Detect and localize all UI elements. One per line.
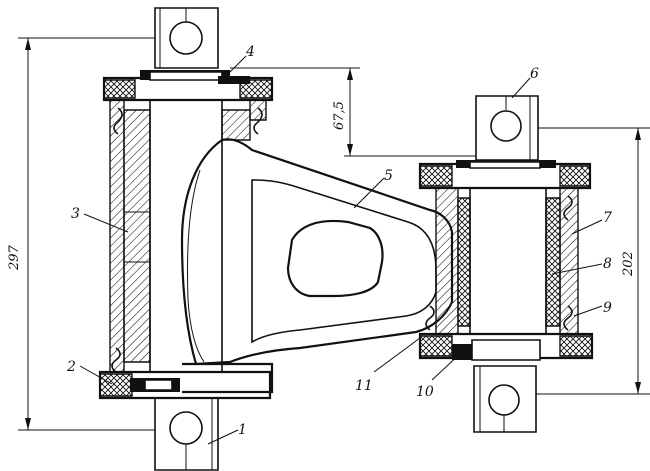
dimension-297: 297 [7,37,155,431]
right-bushing-right [545,197,561,327]
right-top-clip [563,195,573,221]
dimension-67-5: 67,5 [230,67,476,157]
callouts: 1 2 3 4 5 6 7 8 9 10 11 [66,44,612,445]
dimension-297-label: 297 [7,244,22,271]
right-bottom-clip [563,305,573,331]
left-bottom-link [154,397,219,471]
callout-11: 11 [355,378,373,394]
right-housing-right-wall [559,187,579,335]
right-top-link [475,95,539,161]
callout-4: 4 [245,44,255,60]
callout-10: 10 [416,384,434,400]
callout-9: 9 [603,300,612,316]
callout-6: 6 [530,66,539,82]
callout-5: 5 [384,168,393,184]
left-bottom-clip [111,347,121,373]
right-bushing-left [457,197,471,327]
right-axle [469,187,547,335]
dimension-202-label: 202 [621,251,636,277]
left-collar [182,362,274,394]
arm-window-cutout [286,219,384,298]
right-joint [418,95,594,433]
callout-1: 1 [238,422,247,438]
right-bottom-link [473,365,537,433]
left-top-clip [113,107,123,135]
left-joint [98,7,274,471]
callout-3: 3 [71,206,80,222]
left-axle [149,99,223,373]
left-top-link [154,7,219,69]
dimension-202: 202 [536,127,650,395]
dimension-67-5-label: 67,5 [332,101,347,130]
callout-8: 8 [603,256,612,272]
right-housing-left-wall [435,187,459,335]
left-housing-wall [109,99,125,373]
callout-2: 2 [66,359,76,375]
callout-7: 7 [603,210,612,226]
